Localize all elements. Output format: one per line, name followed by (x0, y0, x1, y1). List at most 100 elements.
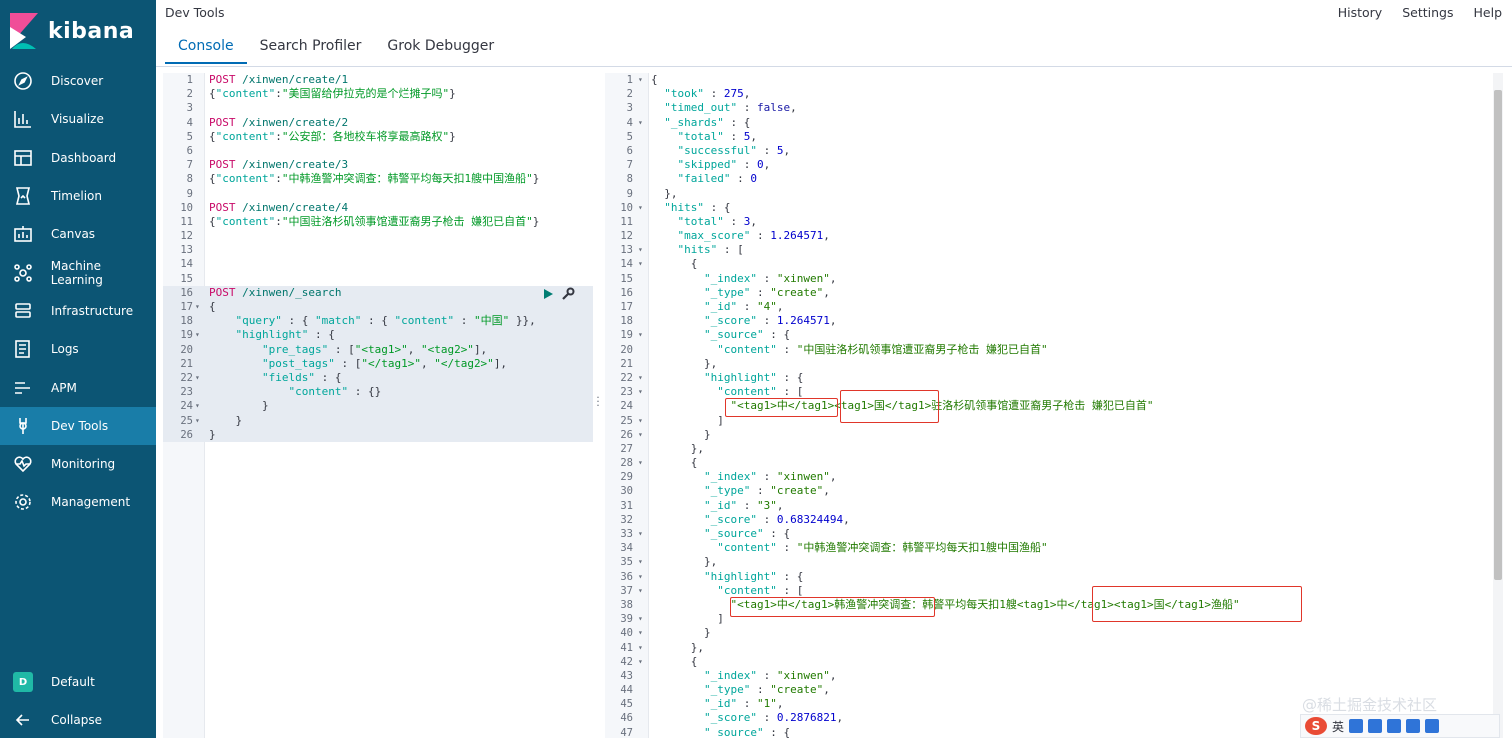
sidebar-item-visualize[interactable]: Visualize (0, 100, 156, 138)
response-scrollbar-thumb[interactable] (1494, 90, 1502, 580)
fold-chevron-icon[interactable]: ▾ (638, 656, 643, 666)
fold-chevron-icon[interactable]: ▾ (638, 259, 643, 269)
sidebar-item-monitoring[interactable]: Monitoring (0, 445, 156, 483)
fold-chevron-icon[interactable]: ▾ (638, 372, 643, 382)
code-token (651, 243, 678, 256)
fold-chevron-icon[interactable]: ▾ (638, 75, 643, 84)
code-token (651, 272, 704, 285)
sidebar-item-infrastructure[interactable]: Infrastructure (0, 292, 156, 330)
fold-chevron-icon[interactable]: ▾ (638, 387, 643, 397)
code-text: ] (651, 414, 724, 428)
ime-punctuation-icon[interactable] (1349, 719, 1364, 733)
code-text: POST /xinwen/create/3 (209, 158, 348, 172)
fold-chevron-icon[interactable]: ▾ (638, 529, 643, 538)
sidebar-item-label: Dev Tools (51, 418, 109, 433)
sidebar-item-default-space[interactable]: D Default (0, 663, 156, 701)
code-token: "<tag1>中</tag1>韩渔警冲突调查：韩警平均每天扣1艘<tag1>中<… (730, 597, 1240, 611)
response-line: 4▾ "_shards" : { (605, 116, 1505, 130)
fold-chevron-icon[interactable]: ▾ (638, 415, 643, 425)
fold-chevron-icon[interactable]: ▾ (638, 571, 643, 581)
code-token: : [ (328, 342, 355, 356)
tab-console[interactable]: Console (165, 36, 247, 64)
code-token: 5 (743, 129, 751, 143)
ime-menu-icon[interactable] (1425, 719, 1440, 733)
fold-chevron-icon[interactable]: ▾ (638, 585, 643, 595)
fold-chevron-icon[interactable]: ▾ (195, 330, 200, 340)
fold-chevron-icon[interactable]: ▾ (638, 628, 643, 638)
code-text: "skipped" : 0, (651, 158, 771, 172)
history-link[interactable]: History (1337, 5, 1383, 20)
fold-chevron-icon[interactable]: ▾ (195, 302, 200, 311)
fold-chevron-icon[interactable]: ▾ (638, 117, 643, 127)
fold-chevron-icon[interactable]: ▾ (638, 245, 643, 255)
fold-chevron-icon[interactable]: ▾ (638, 557, 643, 567)
sidebar-item-management[interactable]: Management (0, 483, 156, 521)
code-text: "max_score" : 1.264571, (651, 229, 830, 243)
tab-grok-debugger[interactable]: Grok Debugger (387, 38, 495, 54)
code-token: "content" (717, 541, 777, 555)
fold-chevron-icon[interactable]: ▾ (638, 429, 643, 439)
sidebar-collapse-button[interactable]: Collapse (0, 701, 156, 738)
sidebar-item-logs[interactable]: Logs (0, 330, 156, 368)
code-token: }, (651, 441, 704, 455)
code-token: : { (763, 328, 791, 342)
fold-chevron-icon[interactable]: ▾ (638, 614, 643, 624)
code-token: "1" (756, 697, 777, 711)
ime-language[interactable]: 英 (1332, 719, 1345, 734)
ime-skin-icon[interactable] (1406, 719, 1421, 733)
code-token: "3" (756, 498, 777, 512)
ime-mic-icon[interactable] (1368, 719, 1383, 733)
code-token: : { (361, 314, 395, 328)
fold-chevron-icon[interactable]: ▾ (638, 642, 643, 652)
line-number: 42 (620, 655, 633, 668)
request-line: 5{"content":"公安部：各地校车将享最高路权"} (163, 130, 593, 144)
sidebar-item-canvas[interactable]: Canvas (0, 215, 156, 253)
settings-link[interactable]: Settings (1402, 5, 1454, 20)
wrench-icon[interactable] (561, 287, 575, 301)
code-token: : (776, 342, 797, 356)
code-token (651, 470, 704, 483)
ml-icon (12, 262, 34, 284)
kibana-wordmark: kibana (48, 18, 135, 44)
fold-chevron-icon[interactable]: ▾ (195, 415, 200, 425)
fold-chevron-icon[interactable]: ▾ (195, 401, 200, 411)
response-line: 13▾ "hits" : [ (605, 243, 1505, 257)
code-token (651, 101, 664, 114)
code-token: "skipped" (677, 158, 738, 172)
fold-chevron-icon[interactable]: ▾ (195, 372, 200, 382)
play-icon[interactable] (544, 289, 553, 299)
fold-chevron-icon[interactable]: ▾ (638, 202, 643, 212)
fold-chevron-icon[interactable]: ▾ (638, 330, 643, 340)
fold-chevron-icon[interactable]: ▾ (638, 458, 643, 468)
ime-keyboard-icon[interactable] (1387, 719, 1402, 733)
code-token: : { (776, 370, 804, 384)
tab-search-profiler[interactable]: Search Profiler (259, 38, 362, 54)
sidebar-item-dashboard[interactable]: Dashboard (0, 139, 156, 177)
kibana-logo[interactable]: kibana (0, 0, 156, 62)
pane-resizer-handle[interactable]: ··· (596, 391, 600, 412)
response-editor[interactable]: 1▾{2 "took" : 275,3 "timed_out" : false,… (605, 73, 1505, 738)
sidebar-item-timelion[interactable]: Timelion (0, 177, 156, 215)
sidebar-item-machine-learning[interactable]: Machine Learning (0, 253, 156, 291)
code-token: "content" (215, 214, 276, 228)
code-token (651, 669, 704, 682)
response-line: 7 "skipped" : 0, (605, 158, 1505, 172)
sidebar-item-discover[interactable]: Discover (0, 62, 156, 100)
sidebar-item-apm[interactable]: APM (0, 368, 156, 406)
code-text: "_source" : { (651, 726, 790, 738)
line-number: 19 (620, 329, 633, 342)
code-text: "_type" : "create", (651, 683, 830, 697)
request-line: 2{"content":"美国留给伊拉克的是个烂摊子吗"} (163, 87, 593, 101)
code-text: "<tag1>中</tag1>韩渔警冲突调查：韩警平均每天扣1艘<tag1>中<… (651, 597, 1240, 612)
kibana-logo-icon (10, 13, 38, 49)
sidebar-item-dev-tools[interactable]: Dev Tools (0, 406, 156, 445)
line-number: 12 (180, 230, 193, 243)
help-link[interactable]: Help (1473, 5, 1503, 20)
code-token: 0 (750, 172, 757, 186)
code-token: "highlight" (703, 569, 777, 583)
ime-toolbar[interactable]: S 英 (1300, 714, 1500, 738)
code-token: "content" (717, 342, 777, 356)
